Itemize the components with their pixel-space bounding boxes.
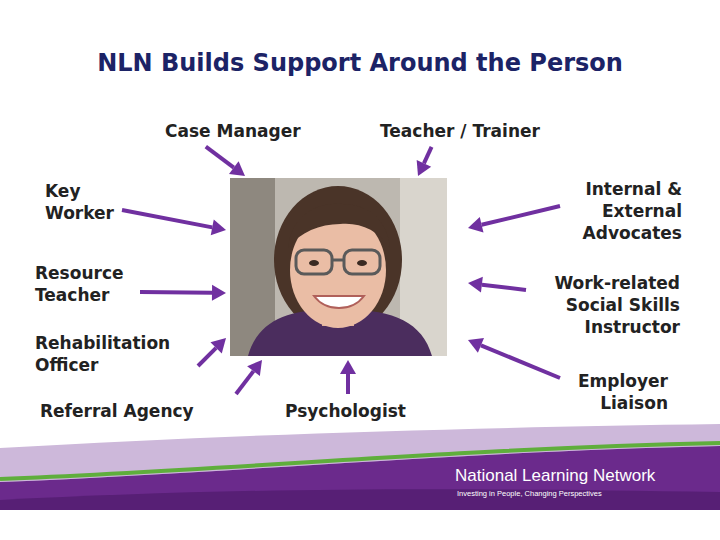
title-holder: NLN Builds Support Around the Person (0, 48, 720, 78)
role-holder: Psychologist (285, 400, 445, 422)
role-holder: Resource Teacher (35, 262, 155, 306)
arrow-shaft (481, 345, 560, 378)
arrow-shaft (206, 147, 234, 168)
arrow-shaft (424, 147, 432, 163)
glasses-left (296, 250, 332, 274)
arrow-head (229, 161, 245, 176)
logo-name: National Learning Network (455, 466, 715, 486)
logo-holder: Investing in People, Changing Perspectiv… (457, 489, 697, 500)
role-label: Internal & External Advocates (552, 178, 682, 244)
arrow-shaft (122, 210, 212, 227)
arrow-shaft (198, 348, 216, 366)
arrow-head (468, 277, 483, 293)
role-label: Work-related Social Skills Instructor (520, 272, 680, 338)
role-label: Teacher / Trainer (380, 120, 600, 142)
role-holder: Work-related Social Skills Instructor (520, 272, 680, 338)
role-holder: Teacher / Trainer (380, 120, 600, 142)
arrow-head (247, 360, 262, 376)
glasses-bridge (332, 259, 344, 262)
role-holder: Rehabilitation Officer (35, 332, 215, 376)
arrow-shaft (346, 374, 350, 394)
arrow-head (212, 285, 226, 301)
logo-tagline: Investing in People, Changing Perspectiv… (457, 489, 697, 500)
role-holder: Key Worker (45, 180, 135, 224)
eye (309, 260, 319, 266)
arrow-shaft (140, 290, 212, 295)
dark-purple-wave (0, 489, 720, 510)
arrow-shaft (482, 285, 526, 290)
role-holder: Employer Liaison (538, 370, 668, 414)
fringe (288, 204, 390, 248)
photo-background (230, 178, 447, 356)
slide-title: NLN Builds Support Around the Person (0, 48, 720, 78)
role-label: Case Manager (165, 120, 365, 142)
arrow-shaft (482, 206, 560, 225)
role-holder: Referral Agency (40, 400, 250, 422)
arrow-head (340, 360, 356, 374)
role-label: Key Worker (45, 180, 135, 224)
purple-wave (0, 446, 720, 510)
arrow-head (417, 160, 431, 176)
role-label: Psychologist (285, 400, 445, 422)
arrow-head (468, 217, 483, 233)
arrow-shaft (236, 371, 253, 394)
hair (274, 186, 402, 334)
logo-holder: National Learning Network (455, 466, 715, 486)
role-holder: Internal & External Advocates (552, 178, 682, 244)
role-label: Rehabilitation Officer (35, 332, 215, 376)
arrow-head (210, 338, 226, 354)
photo-group (230, 178, 447, 356)
arrow-head (468, 338, 484, 353)
role-label: Referral Agency (40, 400, 250, 422)
role-label: Resource Teacher (35, 262, 155, 306)
glasses-right (344, 250, 380, 274)
role-holder: Case Manager (165, 120, 365, 142)
arrow-head (211, 220, 226, 236)
smile (314, 296, 364, 308)
eye (357, 260, 367, 266)
role-label: Employer Liaison (538, 370, 668, 414)
